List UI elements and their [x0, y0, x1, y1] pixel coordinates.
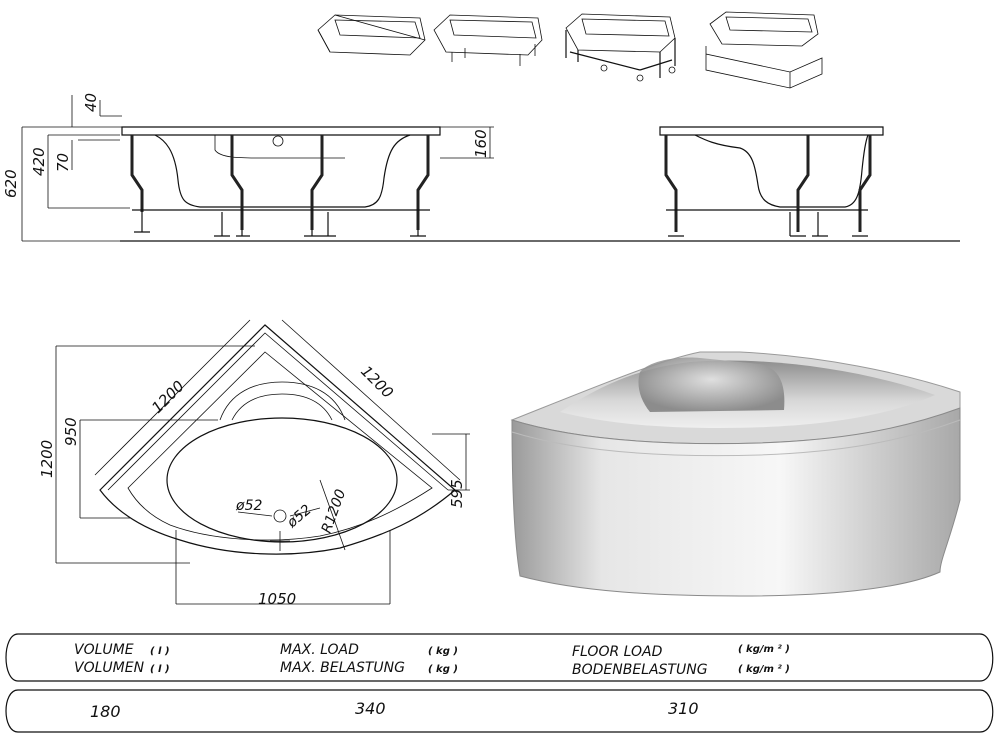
dim-70: 70 — [54, 153, 72, 172]
dim-drain-a: ø52 — [235, 498, 262, 514]
side-elevation-short — [659, 126, 884, 237]
floor-unit-1: ( kg/m ² ) — [738, 644, 790, 655]
volume-label-de: VOLUMEN — [74, 660, 145, 676]
thumbnail-bath-frame — [565, 13, 676, 82]
dim-plan-950: 950 — [62, 417, 80, 446]
thumbnail-bath-legs — [433, 14, 543, 66]
bathtub-render — [510, 351, 961, 597]
dim-plan-595: 595 — [448, 479, 466, 508]
load-value: 340 — [355, 699, 386, 718]
dim-plan-1200-b: 1200 — [357, 362, 397, 402]
dim-plan-1200-height: 1200 — [38, 440, 56, 478]
dim-160: 160 — [472, 129, 490, 158]
volume-label-en: VOLUME — [74, 642, 134, 658]
floor-label-en: FLOOR LOAD — [572, 644, 663, 660]
load-unit-1: ( kg ) — [428, 646, 458, 657]
thumbnail-bath-panel — [705, 11, 823, 89]
volume-unit-2: ( l ) — [150, 664, 170, 675]
dim-40: 40 — [82, 93, 100, 112]
dim-plan-1200-a: 1200 — [148, 377, 188, 417]
dim-plan-1050: 1050 — [258, 590, 296, 608]
floor-unit-2: ( kg/m ² ) — [738, 664, 790, 675]
floor-label-de: BODENBELASTUNG — [572, 662, 708, 678]
dim-drain-b: ø52 — [284, 502, 315, 532]
load-unit-2: ( kg ) — [428, 664, 458, 675]
load-label-en: MAX. LOAD — [280, 642, 359, 658]
thumbnail-bath-only — [317, 14, 426, 56]
floor-value: 310 — [668, 699, 699, 718]
spec-table — [5, 633, 994, 733]
volume-value: 180 — [90, 702, 121, 721]
load-label-de: MAX. BELASTUNG — [280, 660, 405, 676]
dim-plan-radius: R1200 — [319, 487, 350, 535]
dim-620: 620 — [2, 169, 20, 198]
dim-420: 420 — [30, 147, 48, 176]
plan-view — [55, 319, 470, 605]
side-elevation-long — [21, 95, 960, 242]
volume-unit-1: ( l ) — [150, 646, 170, 657]
